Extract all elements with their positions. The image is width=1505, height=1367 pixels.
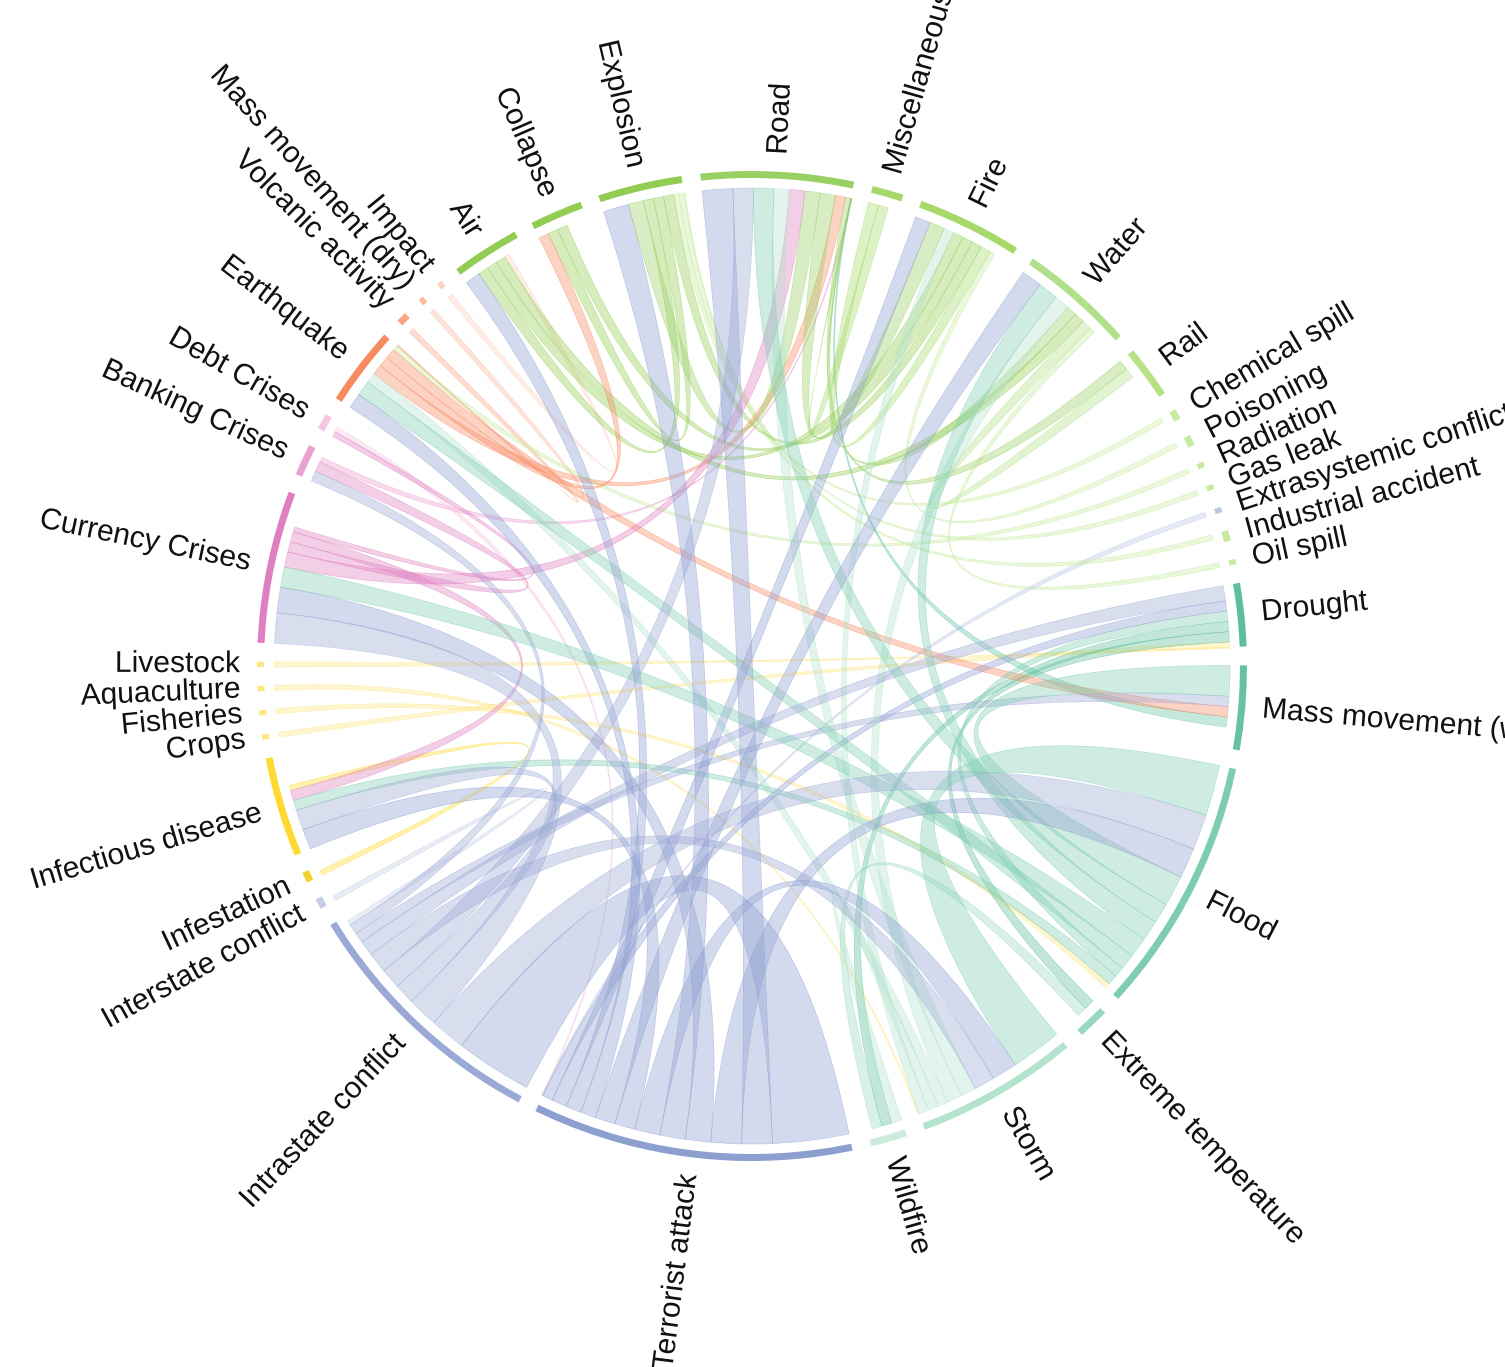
segment-label-terrorist-attack: Terrorist attack bbox=[646, 1171, 703, 1367]
segment-arc-layer bbox=[257, 170, 1247, 1161]
ribbon-intrastate-conflict-to-drought bbox=[361, 585, 1226, 956]
segment-arc-currency-crises bbox=[257, 491, 296, 644]
segment-arc-earthquake bbox=[335, 334, 390, 402]
segment-label-water: Water bbox=[1077, 211, 1154, 292]
segment-label-explosion: Explosion bbox=[591, 37, 653, 171]
segment-arc-mass-movement-wet bbox=[1232, 665, 1247, 751]
segment-label-storm: Storm bbox=[995, 1100, 1064, 1186]
segment-label-rail: Rail bbox=[1153, 316, 1214, 373]
ribbon-intrastate-conflict-to-banking-crises bbox=[310, 470, 545, 935]
segment-label-infectious-disease: Infectious disease bbox=[26, 795, 266, 895]
ribbon-infectious-disease-to-infestation bbox=[288, 741, 530, 876]
segment-arc-chemical-spill bbox=[1169, 409, 1181, 422]
ribbon-intrastate-conflict-to-currency-crises bbox=[274, 612, 562, 1024]
segment-label-drought: Drought bbox=[1259, 584, 1369, 628]
segment-arc-storm bbox=[922, 1041, 1068, 1130]
segment-arc-terrorist-attack bbox=[535, 1104, 853, 1161]
segment-arc-poisoning bbox=[1183, 434, 1195, 448]
segment-label-mass-movement-wet: Mass movement (wet) bbox=[1261, 692, 1505, 750]
ribbon-flood-to-mass-movement-wet bbox=[973, 665, 1231, 905]
ribbon-fire-to-miscellaneous-accident bbox=[829, 202, 991, 448]
ribbon-terrorist-attack-to-road bbox=[701, 188, 773, 1145]
segment-arc-infestation bbox=[302, 870, 314, 883]
segment-label-currency-crises: Currency Crises bbox=[37, 501, 254, 577]
segment-arc-debt-crises bbox=[317, 414, 332, 432]
ribbon-terrorist-attack-to-intrastate-conflict bbox=[461, 875, 850, 1144]
segment-arc-banking-crises bbox=[295, 444, 316, 477]
segment-arc-extrasystemic-conflict bbox=[1214, 506, 1223, 515]
segment-arc-oil-spill bbox=[1228, 558, 1237, 566]
ribbon-terrorist-attack-to-fire bbox=[551, 216, 931, 1107]
segment-arc-drought bbox=[1233, 582, 1247, 647]
segment-arc-miscellaneous-accident bbox=[871, 185, 904, 202]
segment-arc-mass-movement-dry bbox=[418, 296, 428, 306]
segment-arc-livestock bbox=[257, 661, 265, 668]
segment-label-air: Air bbox=[443, 194, 491, 243]
ribbon-drought-to-extreme-temperature bbox=[948, 631, 1230, 1009]
segment-arc-volcanic-activity bbox=[397, 313, 410, 326]
segment-arc-road bbox=[700, 170, 855, 189]
segment-label-road: Road bbox=[760, 82, 797, 155]
segment-arc-explosion bbox=[598, 176, 683, 203]
segment-label-extreme-temperature: Extreme temperature bbox=[1095, 1024, 1313, 1251]
segment-label-livestock: Livestock bbox=[115, 646, 241, 679]
segment-arc-wildfire bbox=[869, 1129, 908, 1147]
segment-arc-gas-leak bbox=[1205, 484, 1215, 492]
segment-label-wildfire: Wildfire bbox=[880, 1153, 939, 1258]
segment-label-collapse: Collapse bbox=[489, 82, 566, 202]
ribbon-flood-to-storm bbox=[920, 745, 1220, 1066]
segment-arc-collapse bbox=[531, 201, 583, 230]
ribbon-layer bbox=[273, 187, 1231, 1145]
segment-arc-extreme-temperature bbox=[1077, 1007, 1106, 1035]
segment-arc-crops bbox=[261, 733, 270, 740]
segment-arc-fisheries bbox=[258, 709, 267, 716]
ribbon-road-to-rail bbox=[826, 196, 1128, 485]
segment-label-intrastate-conflict: Intrastate conflict bbox=[232, 1026, 412, 1214]
segment-arc-impact bbox=[437, 280, 446, 290]
ribbon-terrorist-attack-to-infectious-disease bbox=[302, 786, 660, 1130]
ribbon-currency-crises-to-debt-crises bbox=[292, 431, 534, 581]
segment-arc-industrial-accident bbox=[1221, 530, 1231, 543]
segment-arc-radiation bbox=[1196, 461, 1206, 470]
segment-label-aquaculture: Aquaculture bbox=[80, 671, 241, 711]
ribbon-terrorist-attack-to-water bbox=[594, 272, 1041, 1125]
segment-arc-water bbox=[1028, 258, 1121, 341]
segment-arc-infectious-disease bbox=[265, 757, 302, 856]
segment-arc-flood bbox=[1113, 767, 1237, 1000]
ribbon-terrorist-attack-to-explosion bbox=[603, 203, 709, 1140]
segment-arc-rail bbox=[1127, 350, 1165, 397]
ribbon-terrorist-attack-to-earthquake bbox=[349, 393, 641, 1118]
segment-arc-interstate-conflict bbox=[315, 896, 327, 909]
ribbon-terrorist-attack-to-air bbox=[465, 273, 648, 1113]
segment-arc-fire bbox=[919, 200, 1018, 254]
segment-arc-aquaculture bbox=[257, 685, 265, 692]
segment-label-flood: Flood bbox=[1201, 884, 1283, 948]
segment-arc-air bbox=[456, 231, 518, 275]
segment-label-fire: Fire bbox=[962, 152, 1014, 213]
segment-label-miscellaneous-accident: Miscellaneous accident bbox=[875, 0, 992, 178]
